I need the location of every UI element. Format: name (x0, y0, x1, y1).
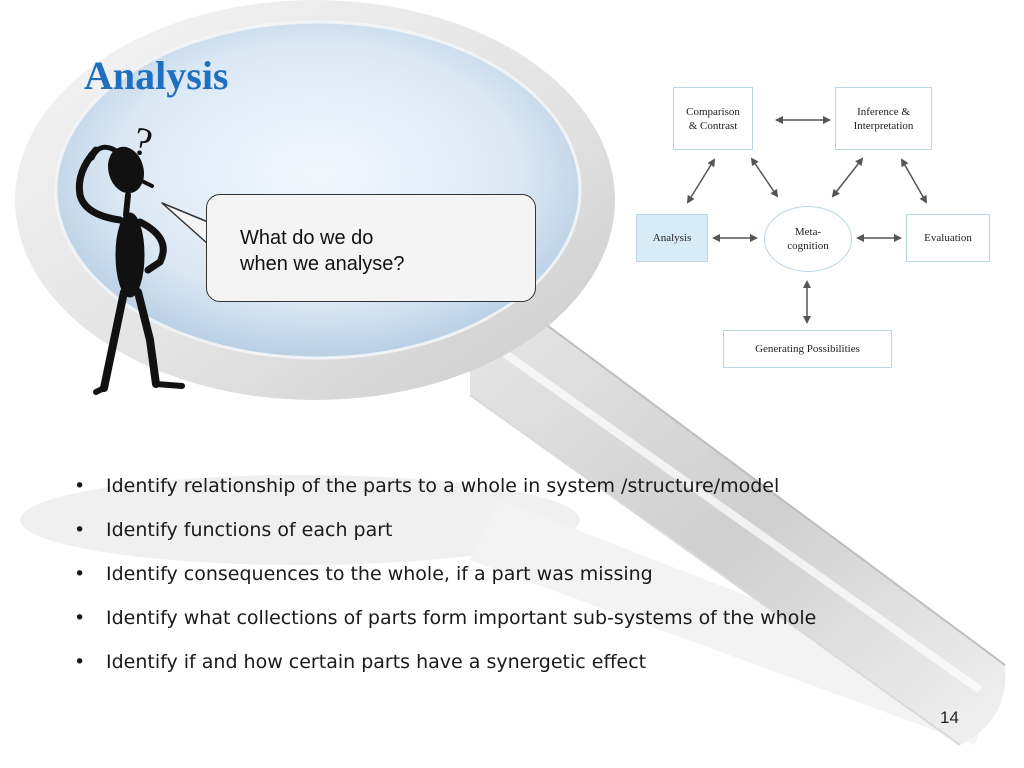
node-comparison-contrast: Comparison & Contrast (673, 87, 753, 150)
page-number: 14 (940, 708, 959, 727)
bullet-item: Identify if and how certain parts have a… (72, 648, 816, 692)
node-inference-interpretation: Inference & Interpretation (835, 87, 932, 150)
node-label: Comparison (686, 105, 740, 118)
speech-bubble: What do we do when we analyse? (206, 194, 536, 302)
speech-bubble-tail (161, 202, 209, 245)
node-generating-possibilities: Generating Possibilities (723, 330, 892, 368)
node-label: Inference & (857, 105, 910, 118)
node-label: Interpretation (853, 119, 914, 132)
node-label: cognition (787, 240, 829, 252)
node-metacognition: Meta- cognition (764, 206, 852, 272)
node-label: Generating Possibilities (755, 343, 860, 355)
node-label: & Contrast (688, 119, 738, 132)
node-label: Analysis (652, 232, 692, 244)
bullet-item: Identify what collections of parts form … (72, 604, 816, 648)
speech-bubble-line: What do we do (240, 227, 374, 249)
node-label: Evaluation (924, 232, 972, 244)
bullet-item: Identify functions of each part (72, 516, 816, 560)
node-label: Meta- (794, 226, 822, 238)
thinking-figure (75, 144, 185, 395)
bullet-item: Identify consequences to the whole, if a… (72, 560, 816, 604)
speech-bubble-line: when we analyse? (240, 253, 405, 275)
node-analysis: Analysis (636, 214, 708, 262)
bullet-list: Identify relationship of the parts to a … (72, 472, 816, 692)
node-evaluation: Evaluation (906, 214, 990, 262)
slide-title: Analysis (84, 53, 229, 98)
bullet-item: Identify relationship of the parts to a … (72, 472, 816, 516)
